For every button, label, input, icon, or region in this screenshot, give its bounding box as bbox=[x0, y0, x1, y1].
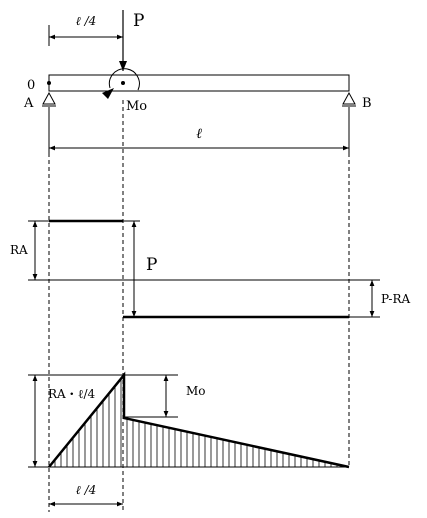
span-label: ℓ bbox=[196, 126, 202, 142]
moment-label: Mo bbox=[126, 99, 147, 114]
load-label: P bbox=[133, 11, 144, 31]
moment-arrowhead bbox=[102, 88, 114, 99]
support-a-icon bbox=[42, 91, 56, 105]
moment-arc bbox=[108, 68, 140, 91]
moment-peak-label: RA・ℓ/4 bbox=[48, 387, 95, 401]
moment-diagram: RA・ℓ/4 Mo ℓ /4 bbox=[28, 371, 350, 507]
beam-section: ℓ /4 P 0 Mo A B ℓ bbox=[23, 10, 372, 157]
shear-p-label: P bbox=[146, 255, 157, 275]
quarter-span-bottom-label: ℓ /4 bbox=[76, 483, 97, 497]
origin-point bbox=[47, 81, 51, 85]
support-b-label: B bbox=[362, 96, 372, 111]
moment-point bbox=[121, 81, 125, 85]
origin-label: 0 bbox=[27, 78, 35, 93]
shear-diagram: RA P P-RA bbox=[10, 219, 411, 319]
moment-curve bbox=[48, 371, 350, 469]
moment-jump-label: Mo bbox=[186, 384, 206, 398]
shear-ra-label: RA bbox=[10, 243, 28, 257]
beam bbox=[48, 74, 350, 92]
moment-hatching bbox=[54, 378, 344, 467]
shear-p-minus-ra-label: P-RA bbox=[381, 292, 411, 306]
quarter-span-top-label: ℓ /4 bbox=[76, 14, 97, 28]
support-b-icon bbox=[342, 91, 356, 105]
projection-lines bbox=[48, 100, 350, 512]
support-a-label: A bbox=[23, 96, 34, 111]
